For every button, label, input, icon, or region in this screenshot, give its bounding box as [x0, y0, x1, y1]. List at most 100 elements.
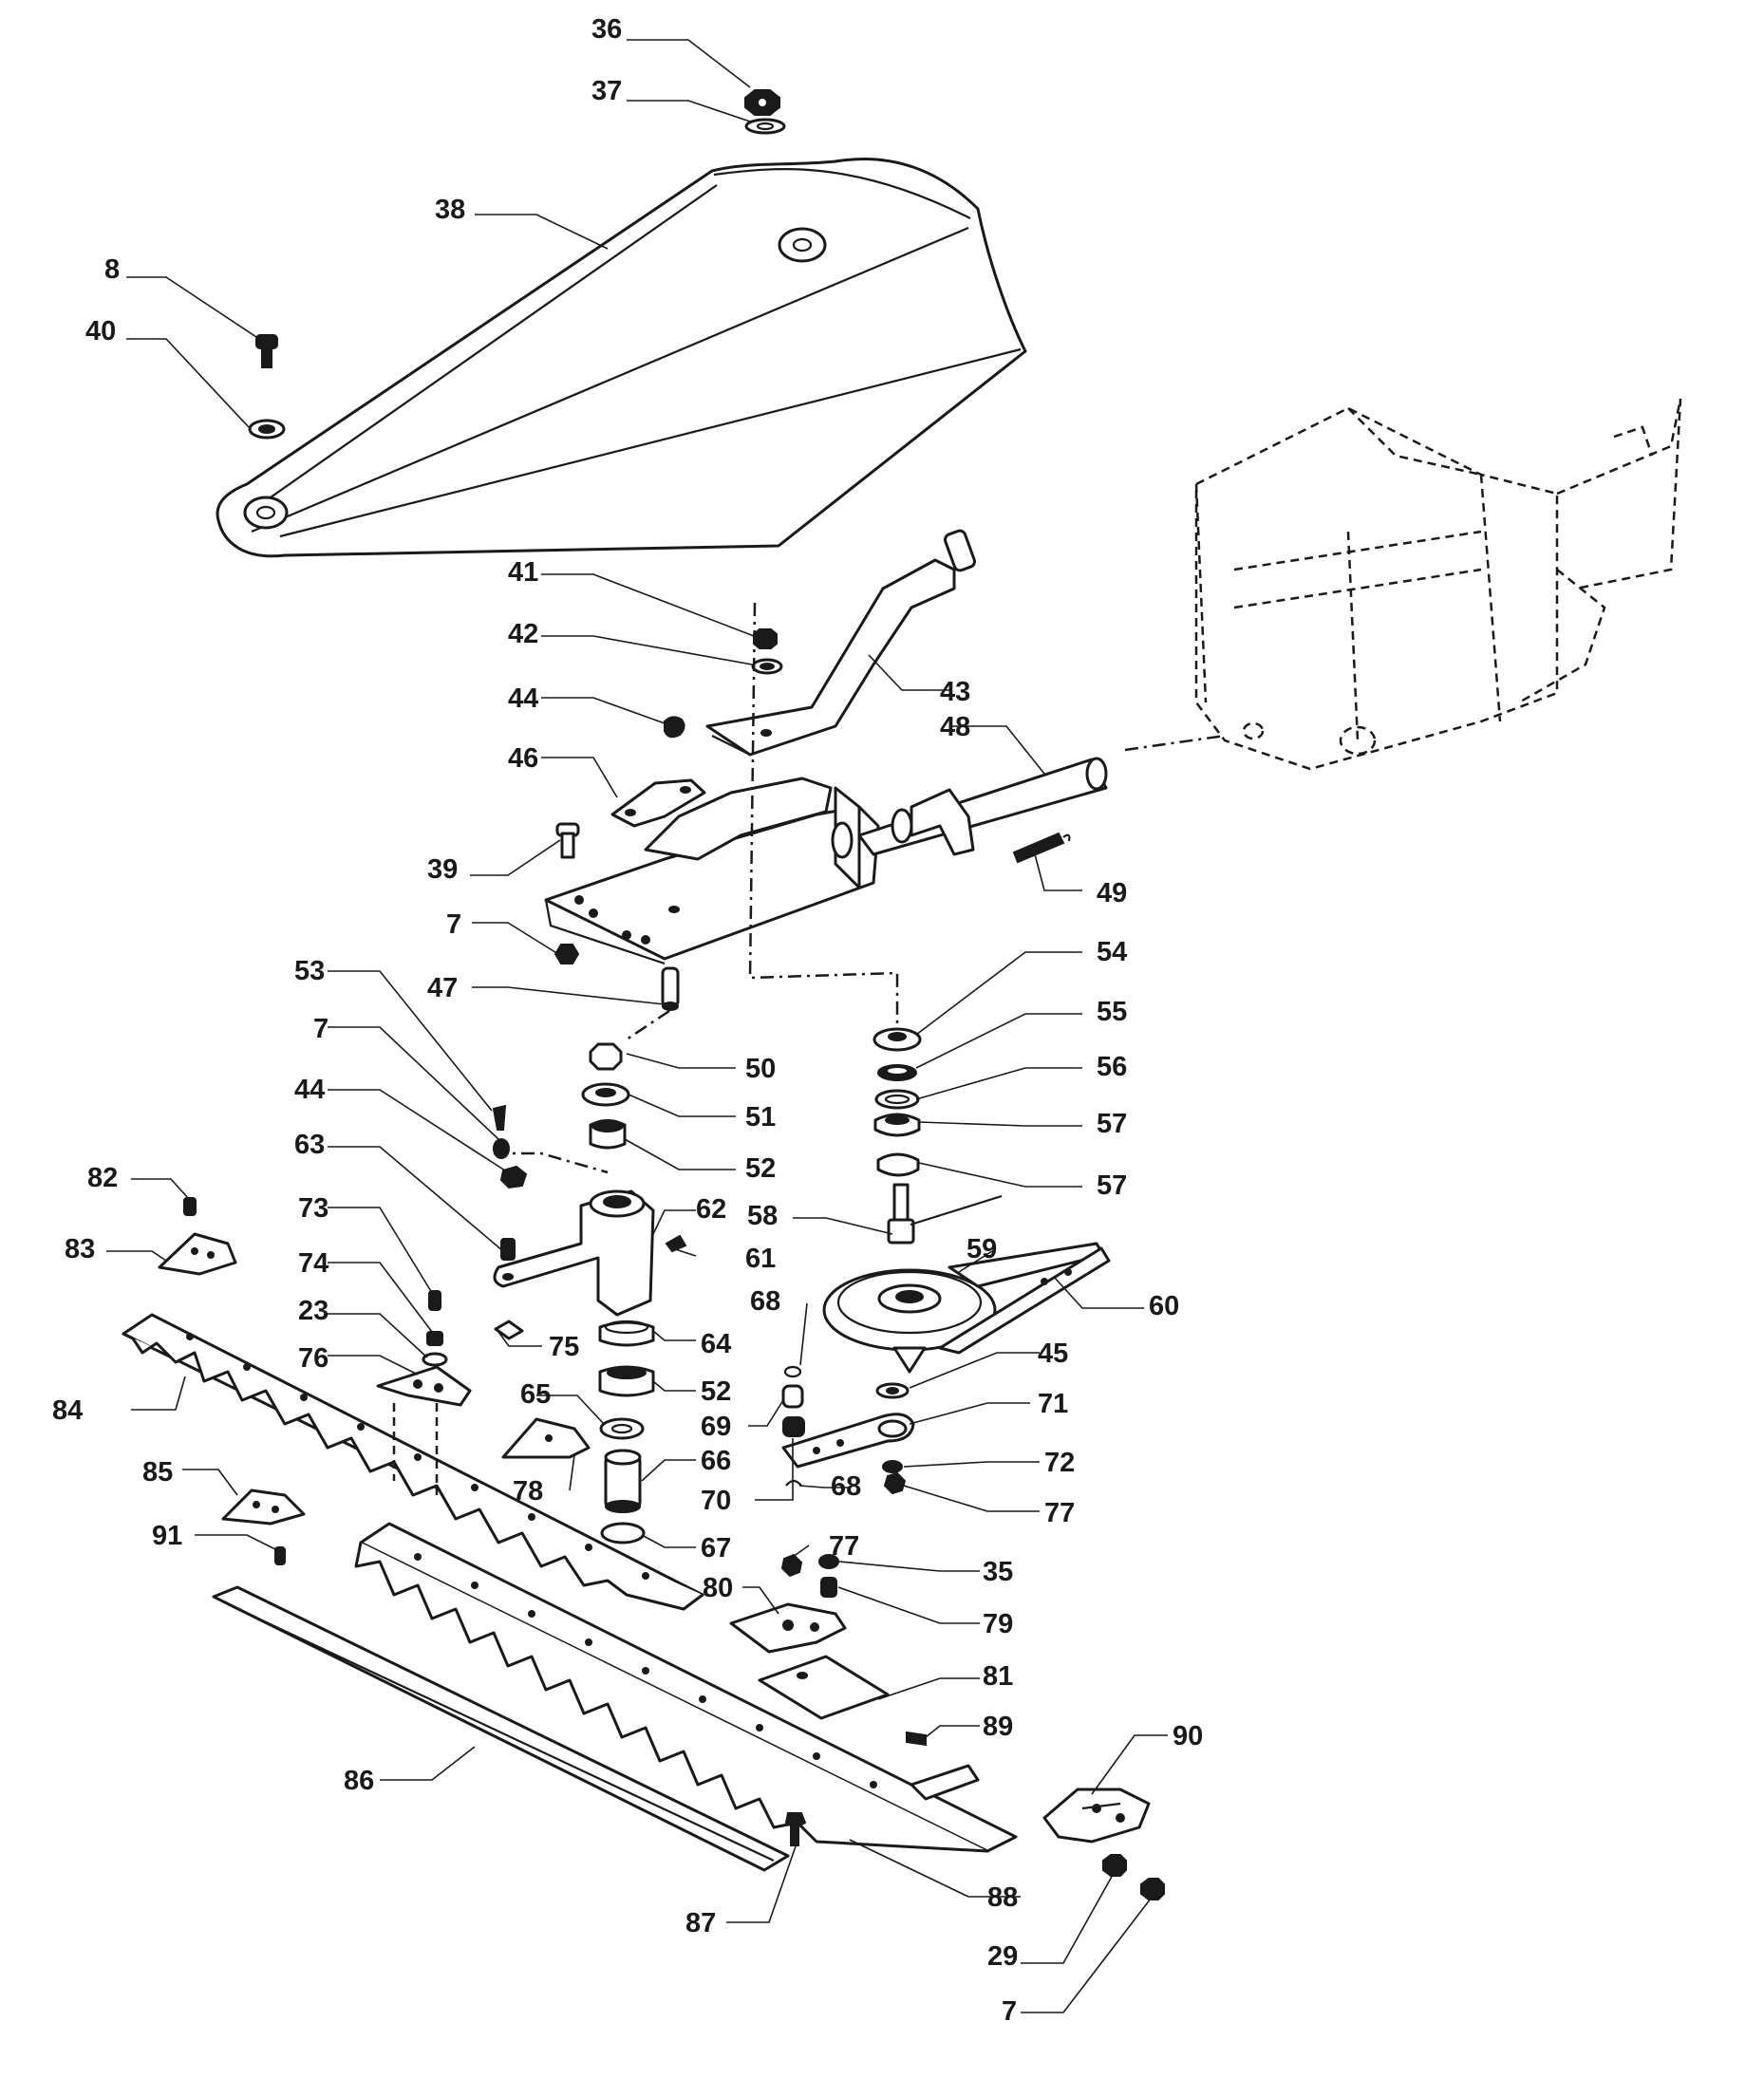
part-81-plate: [758, 1655, 890, 1720]
callout-72: 72: [1044, 1448, 1075, 1478]
part-46-bracket: [610, 778, 706, 828]
part-82-bolt: [183, 1197, 197, 1216]
callout-85: 85: [142, 1457, 173, 1488]
part-68-clip-bottom: [785, 1479, 802, 1487]
callout-64: 64: [701, 1329, 731, 1359]
callout-78: 78: [513, 1476, 543, 1507]
part-35-spacer: [818, 1554, 839, 1569]
callout-52: 52: [745, 1153, 776, 1184]
part-61-clip: [665, 1234, 687, 1253]
part-56-ring: [874, 1089, 920, 1110]
part-84-guard-bar: [122, 1313, 704, 1611]
part-59-pulley: [822, 1268, 997, 1374]
callout-66: 66: [701, 1446, 731, 1476]
part-54-cap: [873, 1027, 922, 1052]
part-90-guard: [1042, 1788, 1151, 1844]
part-7-nut-lower: [1140, 1878, 1165, 1900]
part-66-sleeve: [604, 1449, 642, 1513]
callout-45: 45: [1038, 1339, 1068, 1369]
part-89-bolt: [906, 1731, 927, 1747]
part-62-knife-head: [493, 1189, 655, 1317]
part-44-block-top: [664, 716, 685, 739]
callout-65: 65: [520, 1379, 551, 1410]
part-39-bolt: [555, 822, 580, 859]
part-74-spring: [426, 1331, 443, 1346]
part-8-bolt: [255, 334, 278, 368]
callout-8: 8: [104, 254, 120, 285]
part-67-ring: [600, 1522, 646, 1544]
part-71-crank: [781, 1413, 915, 1469]
callout-59: 59: [966, 1234, 997, 1264]
callout-47: 47: [427, 973, 458, 1003]
part-52-bushing-lower: [598, 1365, 655, 1397]
callout-57: 57: [1097, 1109, 1127, 1139]
callout-52: 52: [701, 1376, 731, 1407]
callout-61: 61: [745, 1244, 776, 1274]
part-77-nut-left: [780, 1553, 803, 1578]
part-76-clip: [376, 1365, 472, 1407]
part-88-knife-bar: [354, 1522, 1018, 1853]
callout-80: 80: [703, 1573, 733, 1603]
callout-55: 55: [1097, 997, 1127, 1027]
part-57-bearing-a: [873, 1113, 921, 1137]
callout-36: 36: [591, 14, 622, 45]
part-72-washer: [882, 1460, 903, 1473]
callout-42: 42: [508, 619, 538, 649]
callout-51: 51: [745, 1102, 776, 1133]
callout-23: 23: [298, 1296, 328, 1326]
callout-50: 50: [745, 1054, 776, 1084]
callout-40: 40: [85, 316, 116, 346]
part-38-cover: [216, 158, 1027, 558]
part-48-frame: [544, 757, 1108, 965]
callout-37: 37: [591, 76, 622, 106]
callout-69: 69: [701, 1412, 731, 1442]
part-70-roller: [782, 1416, 805, 1437]
callout-35: 35: [983, 1557, 1013, 1587]
callout-71: 71: [1038, 1389, 1068, 1419]
callout-89: 89: [983, 1712, 1013, 1742]
callout-62: 62: [696, 1194, 726, 1225]
part-68-clip-top: [783, 1365, 802, 1378]
callout-44: 44: [294, 1075, 325, 1105]
part-77-nut-right: [883, 1471, 907, 1495]
part-52-bushing-top: [589, 1119, 627, 1150]
part-49-spring: [1012, 832, 1071, 864]
callout-54: 54: [1097, 937, 1127, 967]
part-64-ring: [598, 1320, 655, 1347]
part-45-washer: [875, 1382, 910, 1399]
callout-74: 74: [298, 1248, 328, 1279]
callout-83: 83: [65, 1234, 95, 1264]
callout-79: 79: [983, 1609, 1013, 1639]
part-43-arm: [705, 529, 976, 757]
part-63-stud: [500, 1238, 516, 1261]
callout-82: 82: [87, 1163, 118, 1193]
callout-87: 87: [685, 1908, 716, 1938]
callout-49: 49: [1097, 878, 1127, 908]
part-85-guard: [221, 1488, 306, 1526]
part-41-nut: [753, 628, 778, 649]
callout-88: 88: [987, 1882, 1018, 1913]
callout-91: 91: [152, 1521, 182, 1551]
callout-68: 68: [831, 1471, 861, 1502]
part-36-nut: [744, 89, 780, 116]
callout-7: 7: [446, 909, 461, 940]
callout-38: 38: [435, 195, 465, 225]
part-50-nut: [589, 1042, 623, 1071]
part-23-washer: [422, 1352, 448, 1367]
part-53-pin: [492, 1104, 510, 1159]
part-55-ring: [877, 1064, 917, 1081]
part-79-bushing: [820, 1577, 837, 1598]
callout-48: 48: [940, 712, 970, 742]
callout-63: 63: [294, 1130, 325, 1160]
gearbox-outline: [1194, 398, 1682, 771]
callout-67: 67: [701, 1533, 731, 1563]
callout-86: 86: [344, 1766, 374, 1796]
callout-46: 46: [508, 743, 538, 774]
part-86-strip: [212, 1585, 790, 1872]
part-87-bolt: [784, 1812, 807, 1846]
part-7-nut-upper: [554, 944, 580, 964]
callout-60: 60: [1149, 1291, 1179, 1321]
part-75-plate: [494, 1320, 524, 1340]
part-37-washer: [744, 118, 786, 135]
